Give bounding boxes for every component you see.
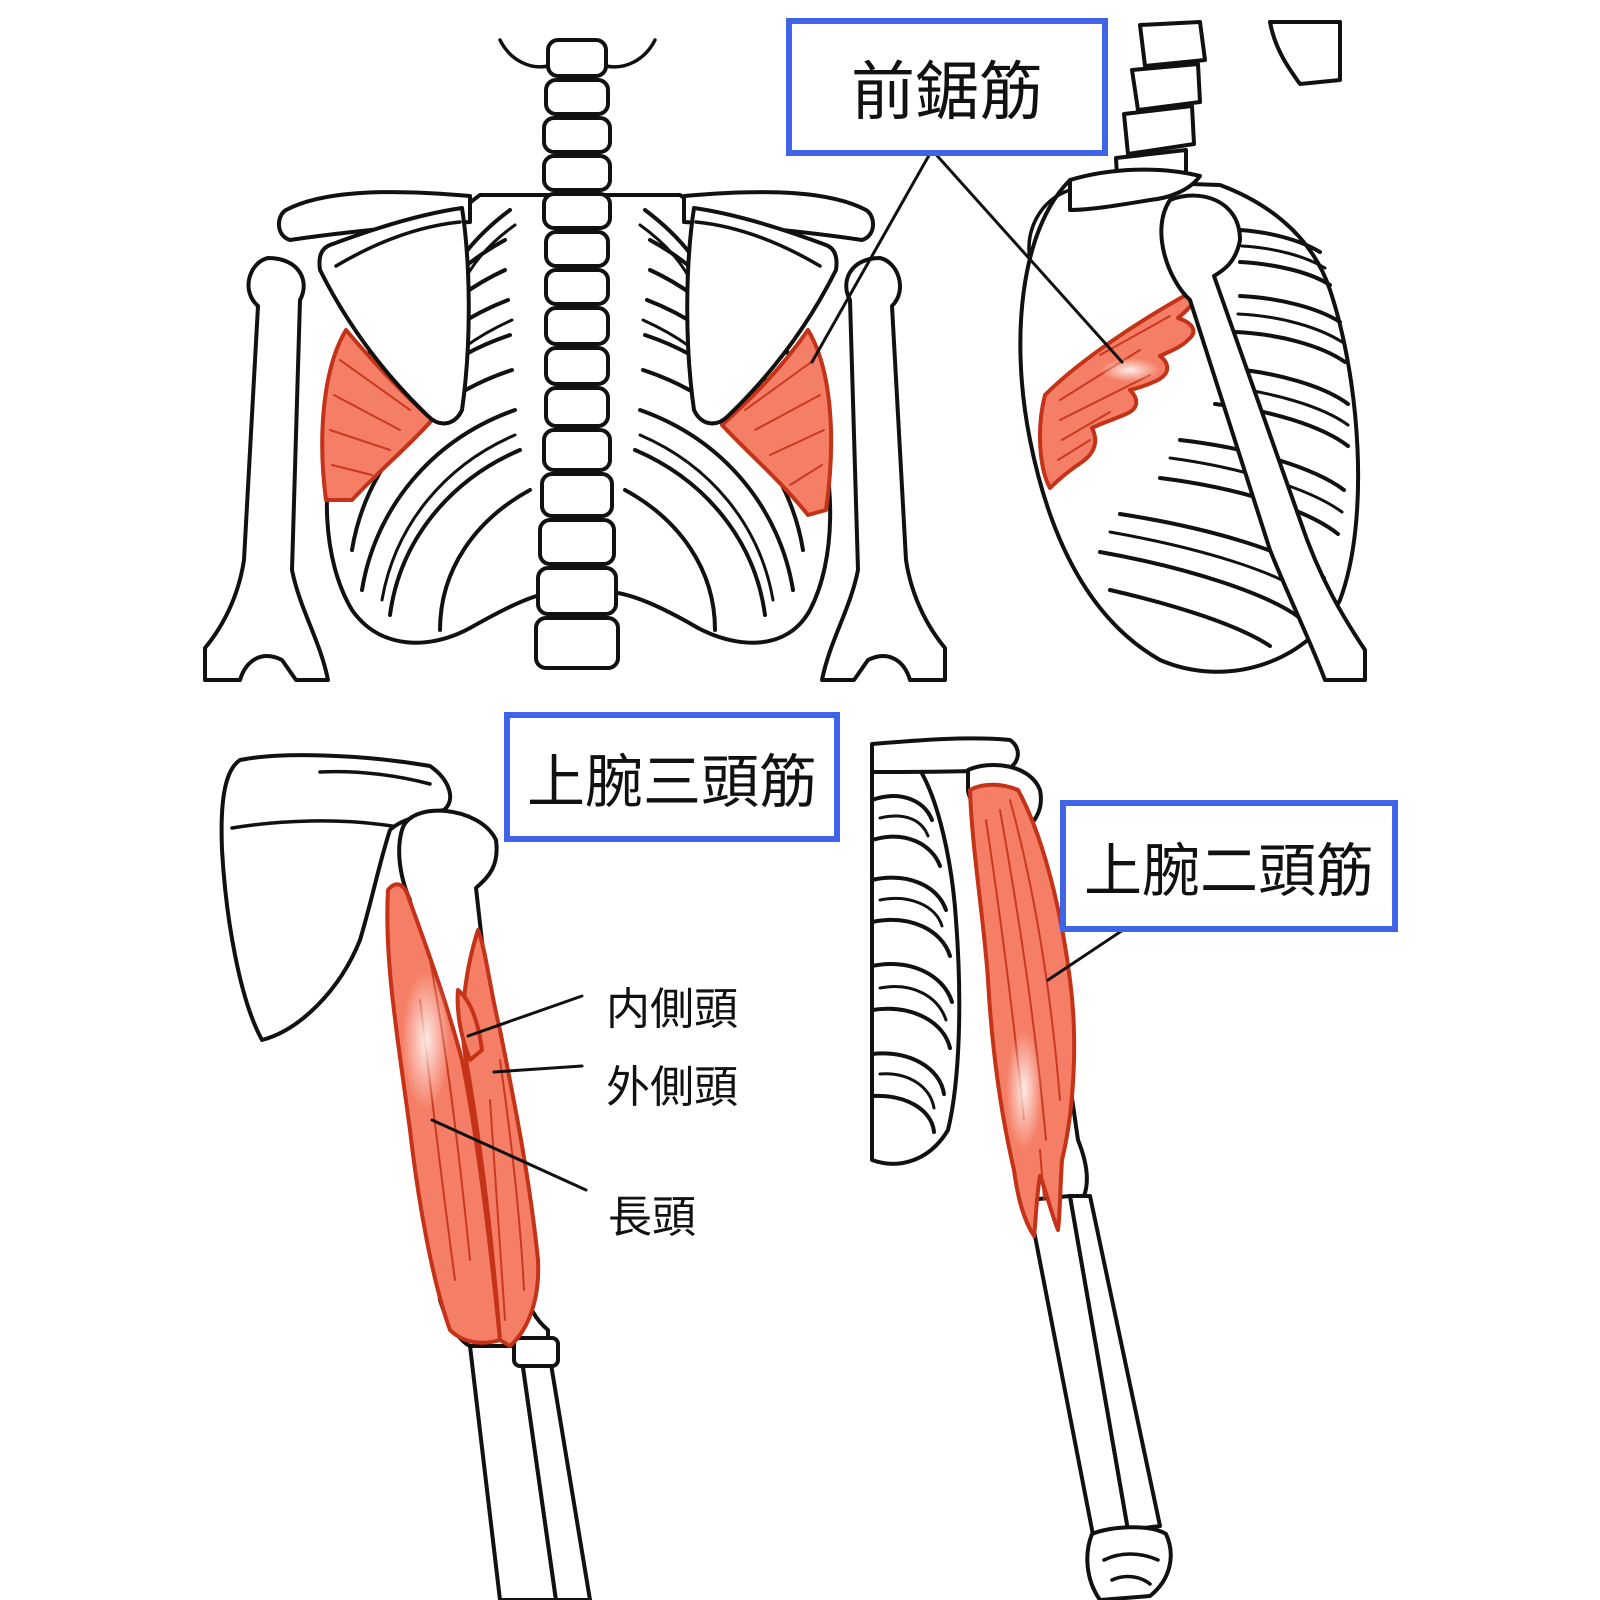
medial-head-pointer xyxy=(466,994,584,1038)
triceps-illustration xyxy=(219,753,592,1600)
biceps-illustration xyxy=(870,736,1173,1600)
biceps-ribs xyxy=(870,794,954,1134)
left-humerus xyxy=(203,256,330,682)
right-humerus xyxy=(820,256,947,682)
spine xyxy=(498,38,657,670)
posterior-torso-illustration xyxy=(203,38,947,682)
lateral-head-pointer xyxy=(492,1064,584,1074)
biceps-muscle xyxy=(968,782,1077,1238)
serratus-anterior-text: 前鋸筋 xyxy=(851,56,1043,130)
serratus-anterior-label: 前鋸筋 xyxy=(786,18,1108,156)
triceps-brachii-label: 上腕三頭筋 xyxy=(504,712,840,842)
serratus-pointer-line xyxy=(810,148,934,364)
long-head-pointer xyxy=(430,1118,588,1192)
left-scapula xyxy=(317,206,471,426)
right-scapula xyxy=(685,206,839,426)
lateral-scapula xyxy=(1068,167,1202,212)
biceps-wrist xyxy=(1085,1525,1173,1600)
lateral-ribs xyxy=(1098,228,1350,648)
serratus-fibers xyxy=(329,359,825,486)
lateral-head-label: 外側頭 xyxy=(606,1062,738,1113)
biceps-brachii-text: 上腕二頭筋 xyxy=(1083,837,1374,905)
triceps-forearm xyxy=(468,1344,558,1600)
lateral-humerus xyxy=(1159,193,1367,682)
serratus-anterior-right xyxy=(720,328,834,517)
medial-head-label: 内側頭 xyxy=(606,984,738,1035)
triceps-lateral-head xyxy=(460,928,541,1348)
triceps-medial-head xyxy=(455,988,484,1062)
biceps-clavicle xyxy=(870,736,1020,774)
lateral-torso-illustration xyxy=(930,20,1367,682)
biceps-brachii-label: 上腕二頭筋 xyxy=(1060,800,1398,932)
triceps-brachii-text: 上腕三頭筋 xyxy=(526,748,817,816)
serratus-pointer-line-lateral xyxy=(930,148,1124,364)
long-head-label: 長頭 xyxy=(608,1192,696,1243)
